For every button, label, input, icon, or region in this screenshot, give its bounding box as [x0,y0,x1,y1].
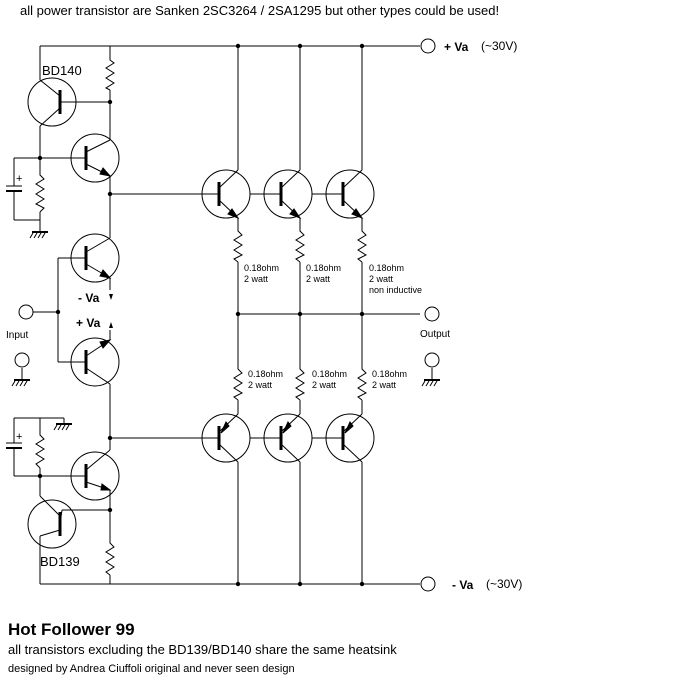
transistor-bd139 [27,495,77,549]
terminal-input-ground [14,352,30,368]
resistor-value-label: 0.18ohm [244,263,279,273]
transistor-bias-upper [70,133,120,183]
label-bd140: BD140 [42,63,82,78]
label-pos-supply-value: (~30V) [481,39,517,53]
resistor-value-label: 0.18ohm [369,263,404,273]
label-output: Output [420,329,450,340]
resistor-bias-bottom [105,540,115,576]
diagram-subtitle: all transistors excluding the BD139/BD14… [8,642,397,657]
label-cap-upper-plus: + [16,173,22,185]
resistor-power-label: 2 watt [369,274,394,284]
diagram-credits: designed by Andrea Ciuffoli original and… [8,663,295,675]
resistor-bias-upper [34,172,45,213]
transistor-driver-upper [70,233,120,283]
resistor-power-label: 2 watt [372,380,397,390]
label-bd139: BD139 [40,554,80,569]
arrow-down-icon [109,294,113,300]
resistor-emitter-top-2 [295,228,306,263]
terminal-output [424,306,440,322]
header-note: all power transistor are Sanken 2SC3264 … [20,3,500,18]
transistor-power-lower-3 [322,413,375,463]
supply-arrows [109,294,113,328]
resistor-emitter-top-1 [233,228,244,263]
capacitors [6,178,22,456]
resistor-emitter-bottom-2 [295,366,306,401]
transistor-power-lower-2 [262,413,313,463]
resistor-value-label: 0.18ohm [306,263,341,273]
terminals [14,38,440,592]
resistor-power-label: 2 watt [248,380,273,390]
capacitor-lower [6,436,22,456]
resistor-emitter-bottom-3 [357,366,368,401]
ground-icon [11,368,30,387]
resistor-value-label: 0.18ohm [312,369,347,379]
label-neg-supply-value: (~30V) [486,577,522,591]
resistor-bias-top [104,58,115,91]
ground-icon [53,418,72,431]
label-driver-neg: - Va [78,291,100,305]
transistor-power-upper-2 [262,169,313,220]
resistor-emitter-bottom-1 [233,366,244,401]
resistor-note-label: non inductive [369,285,422,295]
resistor-bias-lower [35,432,45,469]
transistor-bd140 [27,77,77,127]
transistors [27,77,375,549]
terminal-neg-supply [420,576,436,592]
label-pos-supply-sign: + Va [444,40,469,54]
resistor-power-label: 2 watt [306,274,331,284]
arrow-up-icon [109,322,113,328]
ground-symbols [11,228,440,431]
resistors [34,58,368,576]
terminal-pos-supply [420,38,436,54]
resistor-power-label: 2 watt [244,274,269,284]
capacitor-upper [6,178,22,200]
wires [13,45,420,585]
transistor-driver-lower [70,337,120,387]
resistor-emitter-top-3 [357,228,368,263]
terminal-input [18,304,34,320]
label-input: Input [6,330,28,341]
transistor-bias-lower [70,449,120,501]
resistor-power-label: 2 watt [312,380,337,390]
ground-icon [421,368,440,387]
junction-dots [37,43,365,587]
resistor-value-label: 0.18ohm [248,369,283,379]
transistor-power-lower-1 [198,413,251,463]
diagram-title: Hot Follower 99 [8,620,135,639]
label-driver-pos: + Va [76,316,101,330]
terminal-output-ground [424,352,440,368]
transistor-power-upper-3 [322,169,375,220]
ground-icon [29,228,48,239]
label-neg-supply-sign: - Va [452,578,474,592]
label-cap-lower-plus: + [16,431,22,443]
transistor-power-upper-1 [198,169,251,220]
resistor-value-label: 0.18ohm [372,369,407,379]
